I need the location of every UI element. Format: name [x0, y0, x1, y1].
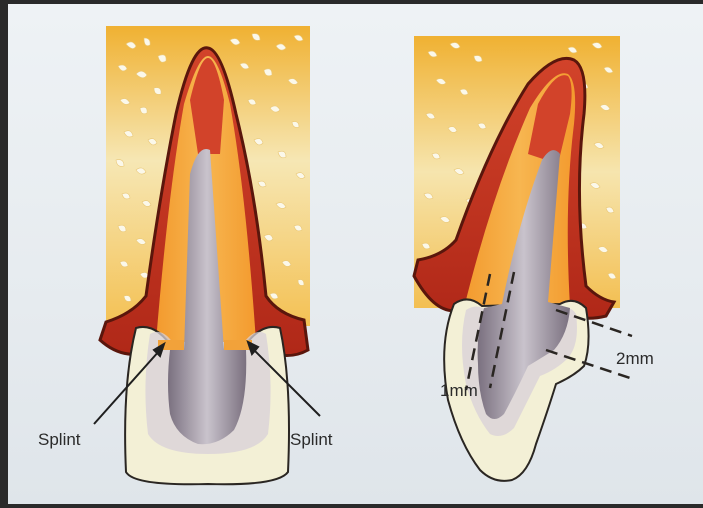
- left-tooth-figure: Splint Splint: [38, 26, 333, 484]
- right-tooth-figure: 1mm 2mm: [414, 36, 654, 481]
- measure-label-1mm: 1mm: [440, 381, 478, 400]
- illustration-page: Splint Splint: [8, 4, 703, 504]
- tooth-diagram: Splint Splint: [8, 4, 703, 504]
- splint-label-right: Splint: [290, 430, 333, 449]
- splint-label-left: Splint: [38, 430, 81, 449]
- measure-label-2mm: 2mm: [616, 349, 654, 368]
